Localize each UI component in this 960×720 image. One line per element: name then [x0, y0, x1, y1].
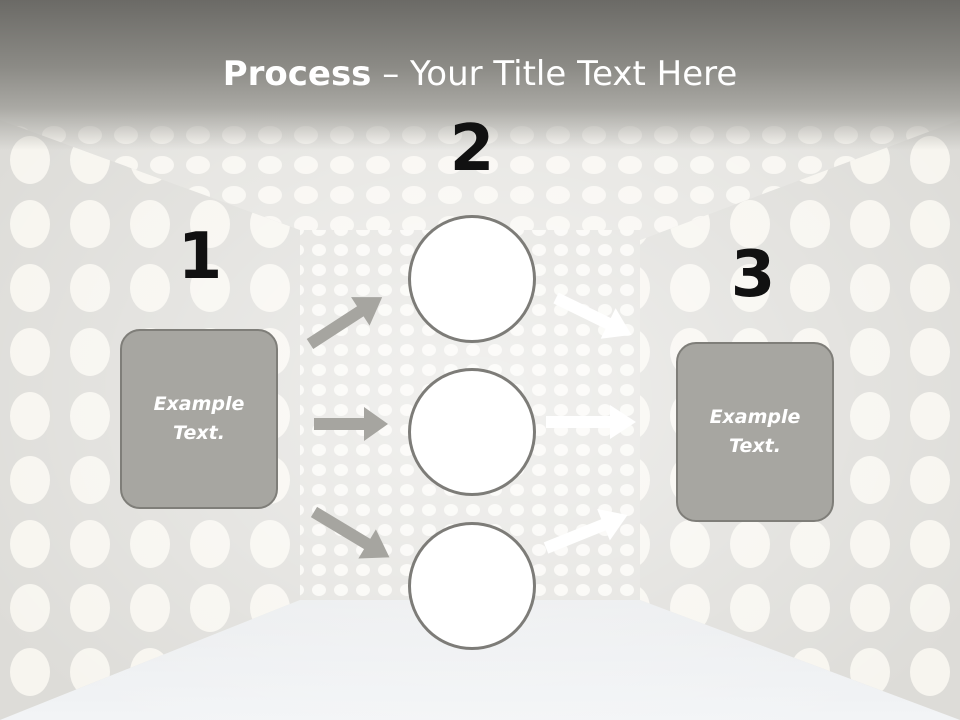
circle-bottom: [408, 522, 536, 650]
step-number-1: 1: [177, 220, 223, 294]
step-1-text-line1: Example: [153, 393, 245, 415]
step-number-2: 2: [449, 112, 495, 186]
title-rest: – Your Title Text Here: [371, 54, 738, 94]
circle-top: [408, 215, 536, 343]
arrow-right-icon: [314, 407, 388, 441]
arrow-down-right-icon: [310, 506, 390, 559]
title-bar: [0, 0, 960, 150]
white-arrow-right-icon: [546, 405, 636, 439]
page-title: Process – Your Title Text Here: [0, 52, 960, 96]
step-3-text-line2: Text.: [729, 435, 781, 457]
step-3-text-line1: Example: [709, 406, 801, 428]
gray-arrows: [306, 297, 390, 559]
arrow-up-right-icon: [306, 297, 383, 350]
title-bold: Process: [222, 54, 372, 94]
step-number-3: 3: [730, 238, 776, 312]
step-1-text-line2: Text.: [173, 422, 225, 444]
white-arrows: [543, 292, 636, 554]
circle-middle: [408, 368, 536, 496]
white-arrow-down-right-icon: [553, 292, 632, 339]
white-arrow-up-right-icon: [543, 509, 628, 554]
